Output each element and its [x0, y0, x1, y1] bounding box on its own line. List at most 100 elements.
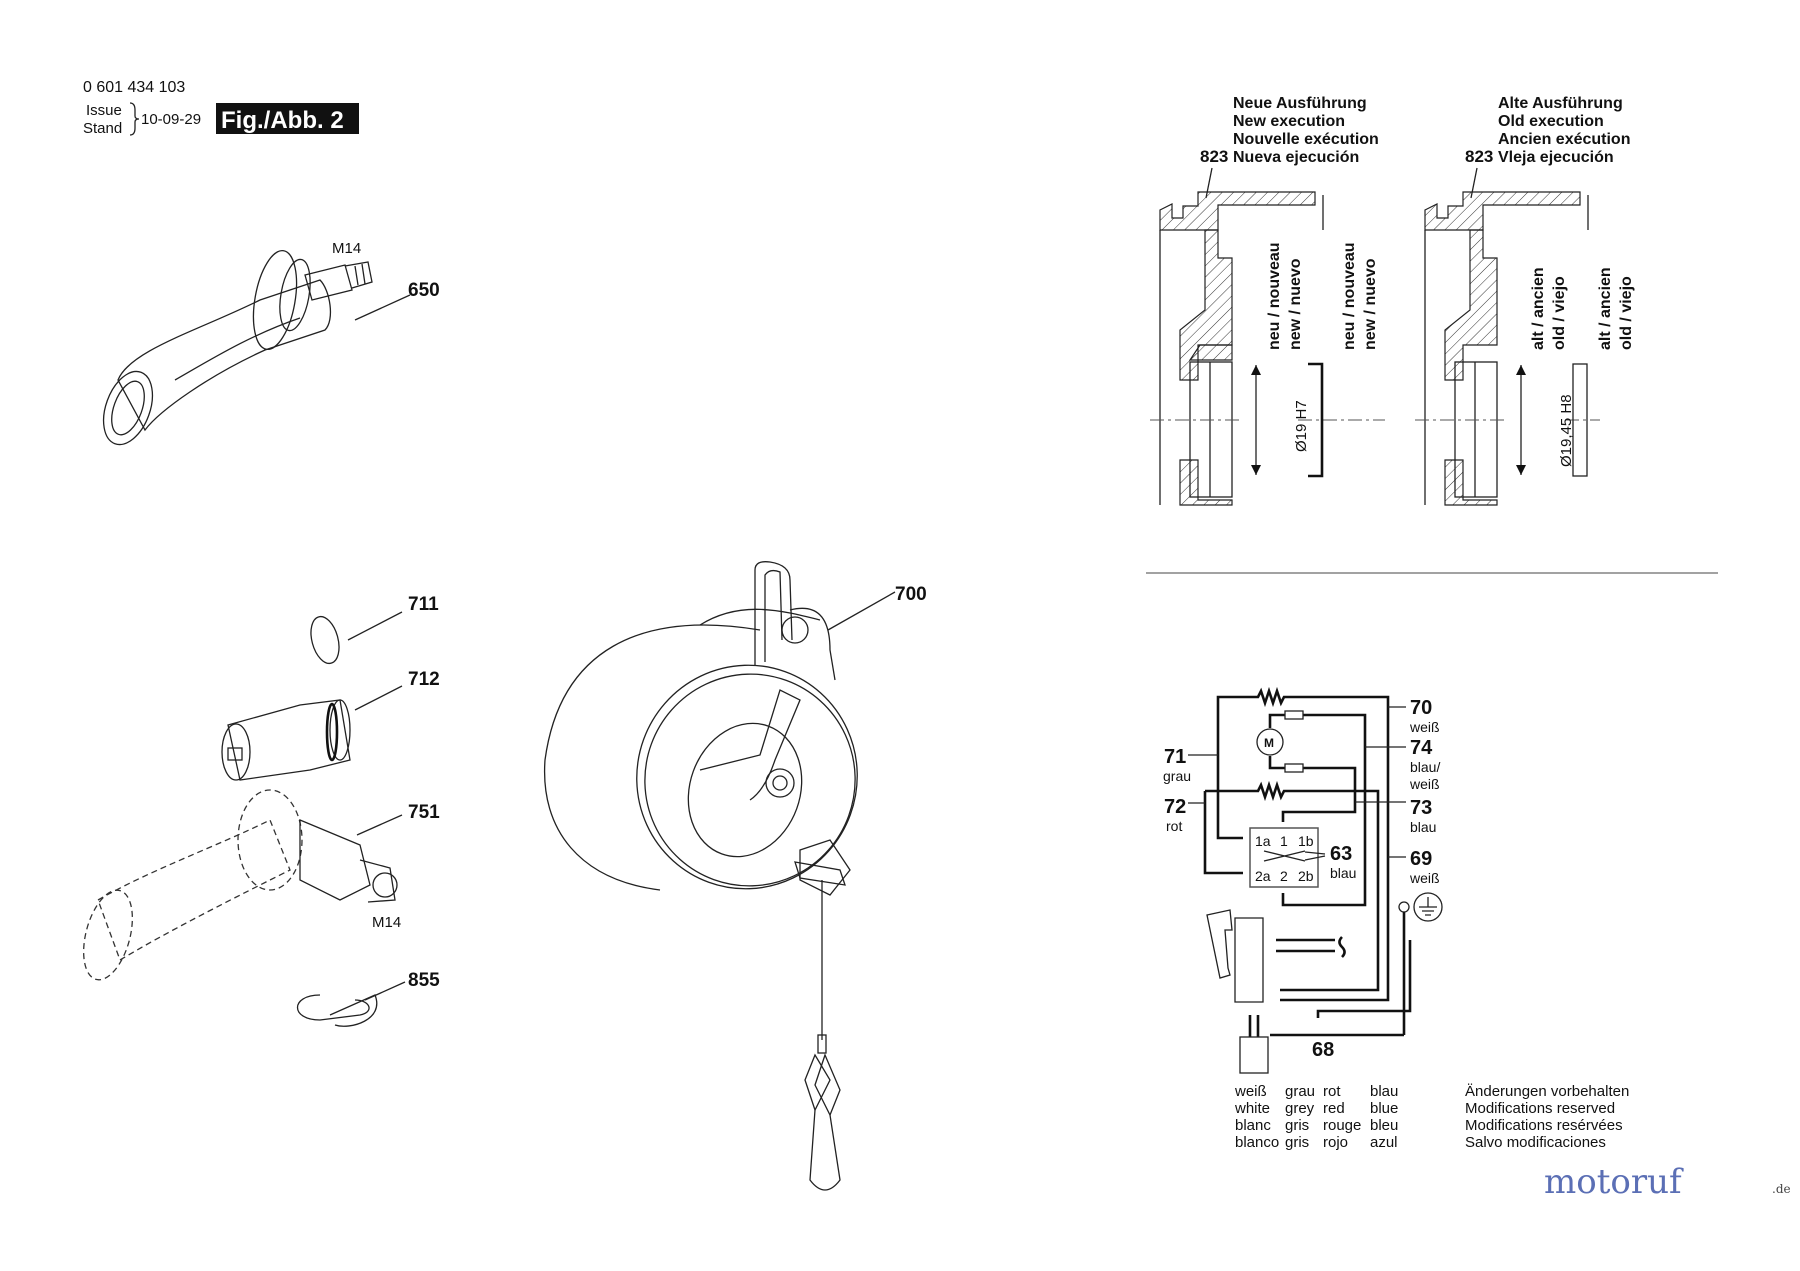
- wire-73: 73: [1410, 797, 1432, 819]
- old-label1-b: old / viejo: [1551, 276, 1568, 350]
- new-dimension: Ø19 H7: [1293, 400, 1310, 452]
- terminal-2: 2: [1280, 868, 1288, 884]
- old-title-en: Old execution: [1498, 113, 1604, 130]
- svg-text:rot: rot: [1323, 1083, 1341, 1100]
- new-part-823: 823: [1200, 147, 1228, 166]
- wire-73-color: blau: [1410, 819, 1436, 835]
- header: 0 601 434 103 Issue Stand 10-09-29 Fig./…: [83, 79, 359, 137]
- label-700: 700: [895, 584, 927, 605]
- svg-text:Modifications reserved: Modifications reserved: [1465, 1100, 1615, 1117]
- motor-label: M: [1264, 736, 1274, 750]
- new-label1-b: new / nuevo: [1287, 258, 1304, 350]
- terminal-1: 1: [1280, 833, 1288, 849]
- terminal-1b: 1b: [1298, 833, 1314, 849]
- leader-650: [354, 294, 411, 321]
- svg-text:.de: .de: [1772, 1182, 1791, 1196]
- part-650-side-handle: M14 650: [102, 240, 440, 446]
- wire-71-color: grau: [1163, 768, 1191, 784]
- svg-text:bleu: bleu: [1370, 1117, 1398, 1134]
- label-m14-top: M14: [332, 240, 361, 257]
- terminal-63-color: blau: [1330, 865, 1356, 881]
- svg-text:grau: grau: [1285, 1083, 1315, 1100]
- old-dimension: Ø19,45 H8: [1558, 394, 1575, 467]
- svg-text:red: red: [1323, 1100, 1345, 1117]
- svg-text:blau: blau: [1370, 1083, 1398, 1100]
- wire-74-color2: weiß: [1409, 776, 1440, 792]
- watermark-logo: motoruf .de: [1544, 1162, 1791, 1202]
- svg-text:gris: gris: [1285, 1117, 1309, 1134]
- section-new-execution: Neue Ausführung New execution Nouvelle e…: [1150, 95, 1385, 506]
- svg-text:rojo: rojo: [1323, 1134, 1348, 1151]
- old-title-es: Vleja ejecución: [1498, 149, 1614, 166]
- old-label2-a: alt / ancien: [1597, 267, 1614, 350]
- plug-68: [1239, 1036, 1269, 1074]
- old-label1-a: alt / ancien: [1530, 267, 1547, 350]
- old-label2-b: old / viejo: [1618, 276, 1635, 350]
- svg-text:Salvo modificaciones: Salvo modificaciones: [1465, 1134, 1606, 1151]
- issue-date: 10-09-29: [141, 111, 201, 128]
- label-m14-bottom: M14: [372, 914, 401, 931]
- wire-70: 70: [1410, 697, 1432, 719]
- svg-text:gris: gris: [1285, 1134, 1309, 1151]
- wire-72: 72: [1164, 796, 1186, 818]
- wiring-diagram: M 1a 1 1b 2a 2 2b 70 weiß 71 grau 72 rot…: [1163, 686, 1443, 1074]
- wire-70-color: weiß: [1409, 719, 1440, 735]
- wire-74-color1: blau/: [1410, 759, 1440, 775]
- svg-text:white: white: [1234, 1100, 1270, 1117]
- svg-text:Modifications resérvées: Modifications resérvées: [1465, 1117, 1623, 1134]
- wire-69-color: weiß: [1409, 870, 1440, 886]
- new-label1-a: neu / nouveau: [1266, 242, 1283, 350]
- svg-text:blanco: blanco: [1235, 1134, 1279, 1151]
- ground-icon: [1413, 892, 1443, 922]
- svg-text:grey: grey: [1285, 1100, 1315, 1117]
- stand-label: Stand: [83, 120, 122, 137]
- plug-68-label: 68: [1312, 1039, 1334, 1061]
- terminal-63: 63: [1330, 843, 1352, 865]
- svg-text:blue: blue: [1370, 1100, 1398, 1117]
- label-751: 751: [408, 802, 440, 823]
- part-700-balancer: 700: [543, 561, 927, 1191]
- label-855: 855: [408, 970, 440, 991]
- label-711: 711: [408, 594, 439, 615]
- svg-text:blanc: blanc: [1235, 1117, 1271, 1134]
- switch-lever: [1206, 909, 1233, 979]
- part-number: 0 601 434 103: [83, 79, 185, 96]
- new-title-es: Nueva ejecución: [1233, 149, 1359, 166]
- part-711-o-ring: 711: [310, 594, 439, 665]
- terminal-2a: 2a: [1255, 868, 1271, 884]
- wire-74: 74: [1410, 737, 1433, 759]
- old-part-823: 823: [1465, 147, 1493, 166]
- seal-new: [1308, 362, 1324, 478]
- wire-69: 69: [1410, 848, 1432, 870]
- svg-text:rouge: rouge: [1323, 1117, 1361, 1134]
- issue-label: Issue: [86, 102, 122, 119]
- new-title-fr: Nouvelle exécution: [1233, 131, 1379, 148]
- svg-text:Änderungen vorbehalten: Änderungen vorbehalten: [1465, 1083, 1629, 1100]
- part-855-clip: 855: [296, 970, 440, 1027]
- figure-label: Fig./Abb. 2: [221, 107, 344, 134]
- old-title-de: Alte Ausführung: [1498, 95, 1623, 112]
- figure-badge: [216, 103, 359, 134]
- terminal-1a: 1a: [1255, 833, 1271, 849]
- section-old-execution: Alte Ausführung Old execution Ancien exé…: [1415, 95, 1635, 506]
- disclaimer: Änderungen vorbehalten Modifications res…: [1465, 1083, 1629, 1151]
- new-title-de: Neue Ausführung: [1233, 95, 1367, 112]
- svg-text:motoruf: motoruf: [1544, 1162, 1684, 1202]
- label-712: 712: [408, 669, 440, 690]
- part-712-adapter: 712: [221, 669, 440, 781]
- new-label2-b: new / nuevo: [1362, 258, 1379, 350]
- switch-body: [1234, 917, 1264, 1003]
- part-751-handle: 751 M14: [82, 789, 440, 981]
- label-650: 650: [408, 280, 440, 301]
- svg-text:azul: azul: [1370, 1134, 1398, 1151]
- terminal-2b: 2b: [1298, 868, 1314, 884]
- old-title-fr: Ancien exécution: [1498, 131, 1630, 148]
- brace: [129, 102, 140, 136]
- new-title-en: New execution: [1233, 113, 1345, 130]
